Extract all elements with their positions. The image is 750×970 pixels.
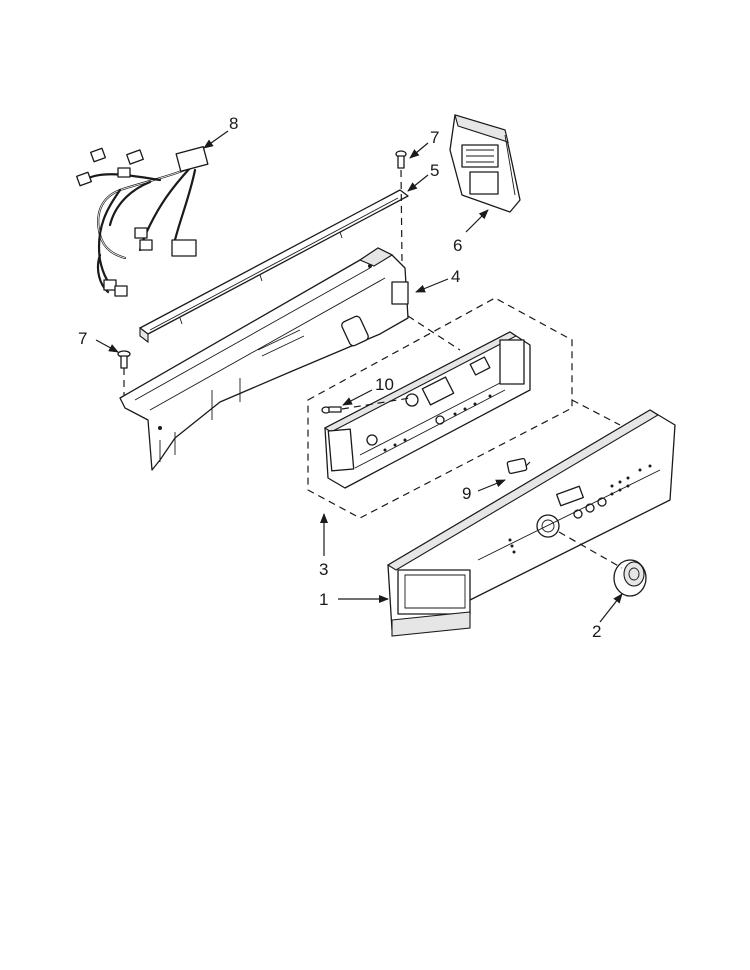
callout-1: 1	[319, 590, 328, 609]
control-board	[323, 331, 531, 489]
screw-left	[117, 350, 131, 369]
callout-7-top: 7	[430, 128, 439, 147]
mounting-strip	[139, 189, 409, 344]
wire-harness	[76, 146, 209, 297]
control-knob	[613, 559, 647, 597]
console-panel	[386, 409, 676, 637]
callout-9: 9	[462, 484, 471, 503]
callout-8: 8	[229, 114, 238, 133]
callout-2: 2	[592, 622, 601, 641]
board-screw	[321, 406, 342, 414]
control-module	[449, 114, 521, 213]
callout-6: 6	[453, 236, 462, 255]
push-button	[506, 457, 528, 475]
callout-10: 10	[375, 375, 394, 394]
board-assembly-outline	[307, 297, 573, 519]
screw-top	[395, 150, 407, 169]
callout-4: 4	[451, 267, 460, 286]
callout-7-left: 7	[78, 329, 87, 348]
callout-3: 3	[319, 560, 328, 579]
callout-5: 5	[430, 161, 439, 180]
console-frame	[119, 247, 409, 471]
